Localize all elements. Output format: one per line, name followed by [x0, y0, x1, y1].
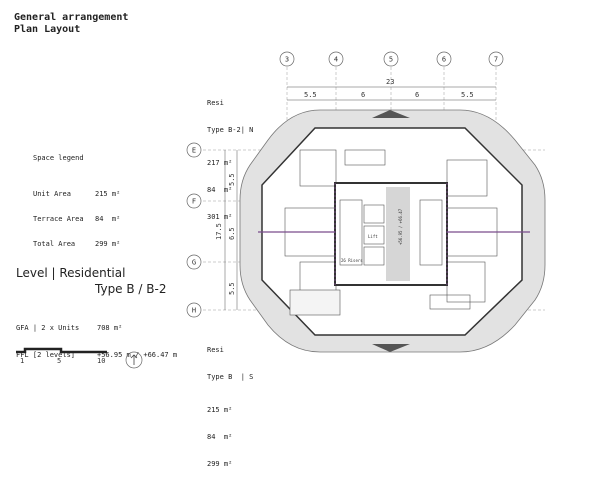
legend-label: Total Area: [33, 240, 76, 249]
terrace-area: 84 m²: [207, 186, 233, 194]
dimension-vertical-span: 5.5: [228, 173, 236, 186]
grid-label: E: [192, 147, 196, 155]
space-legend: Space legend Unit Area 215 m² Terrace Are…: [33, 138, 120, 257]
legend-value: 84 m²: [95, 215, 121, 224]
grid-bubble: [186, 142, 202, 158]
grid-label: 6: [442, 56, 446, 64]
grid-bubble: [279, 51, 295, 67]
legend-label: Terrace Area: [33, 215, 84, 224]
gfa-label: GFA | 2 x Units: [16, 324, 80, 332]
unit-type: Type B-2| N: [207, 126, 254, 134]
floor-plan: 1 5 10 3 4 5 6 7 E F G H 23 5.5 6 6 5.5 17.5 5.…: [16, 51, 546, 369]
core-level-mark: +56.95 / +66.47: [398, 208, 403, 245]
grid-bubble: [186, 254, 202, 270]
unit-separation-line: [258, 183, 530, 285]
balcony-marker: [372, 110, 410, 118]
grid-column-bubbles: 3 4 5 6 7: [279, 51, 504, 67]
unit-north-info: Resi Type B-2| N 217 m² 84 m² 301 m²: [207, 81, 253, 231]
scale-tick: 10: [97, 357, 105, 365]
grid-label: H: [192, 307, 196, 315]
scale-bar: 1 5 10: [16, 347, 107, 365]
dimension-vertical-span: 5.5: [228, 282, 236, 295]
legend-heading: Space legend: [33, 154, 84, 163]
unit-name: Resi: [207, 346, 224, 354]
north-arrow-icon: [125, 351, 143, 369]
unit-area: 215 m²: [207, 406, 233, 414]
scale-tick: 1: [20, 357, 24, 365]
dimension-vertical-span: 6.5: [228, 227, 236, 240]
dimension-span: 5.5: [304, 91, 317, 99]
grid-bubble: [383, 51, 399, 67]
dimension-overall: 23: [386, 78, 394, 86]
legend-row: Terrace Area 84 m²: [33, 215, 120, 224]
dimension-span: 6: [361, 91, 365, 99]
dimension-span: 6: [415, 91, 419, 99]
gfa-value: 708 m²: [97, 324, 123, 332]
grid-row-bubbles: E F G H: [186, 142, 202, 318]
unit-name: Resi: [207, 99, 224, 107]
scale-tick: 5: [57, 357, 61, 365]
ffl-value: +56.95 m / +66.47 m: [97, 351, 178, 359]
grid-label: 3: [285, 56, 289, 64]
level-line-1: Level | Residential: [16, 266, 126, 280]
title-line-1: General arrangement: [14, 12, 129, 23]
unit-area: 217 m²: [207, 159, 233, 167]
stair-label: 26 Risers: [341, 258, 363, 263]
unit-type: Type B | S: [207, 373, 254, 381]
building-core: Lift 26 Risers +56.95 / +66.47: [334, 182, 448, 286]
legend-row: Total Area 299 m²: [33, 240, 120, 249]
grid-bubble: [488, 51, 504, 67]
grid-bubble: [186, 193, 202, 209]
grid-label: G: [192, 259, 196, 267]
grid-label: 4: [334, 56, 338, 64]
total-area: 299 m²: [207, 460, 233, 468]
grid-label: 7: [494, 56, 498, 64]
balcony-marker: [372, 344, 410, 352]
grid-bubble: [328, 51, 344, 67]
grid-bubble: [186, 302, 202, 318]
total-area: 301 m²: [207, 213, 233, 221]
ffl-label: FFL [2 levels]: [16, 351, 76, 359]
legend-value: 299 m²: [95, 240, 121, 249]
dimension-lines: [224, 86, 496, 310]
dimension-vertical-overall: 17.5: [215, 223, 223, 240]
grid-bubble: [436, 51, 452, 67]
level-stats: GFA | 2 x Units 708 m² FFL [2 levels] +56.…: [16, 306, 177, 369]
terrace-area: 84 m²: [207, 433, 233, 441]
legend-row: Unit Area 215 m²: [33, 190, 120, 199]
level-line-2: Type B / B-2: [95, 282, 167, 296]
grid-label: 5: [389, 56, 393, 64]
lift-label: Lift: [368, 234, 378, 239]
legend-label: Unit Area: [33, 190, 71, 199]
dimension-span: 5.5: [461, 91, 474, 99]
legend-value: 215 m²: [95, 190, 121, 199]
title-line-2: Plan Layout: [14, 23, 81, 35]
grid-label: F: [192, 198, 196, 206]
